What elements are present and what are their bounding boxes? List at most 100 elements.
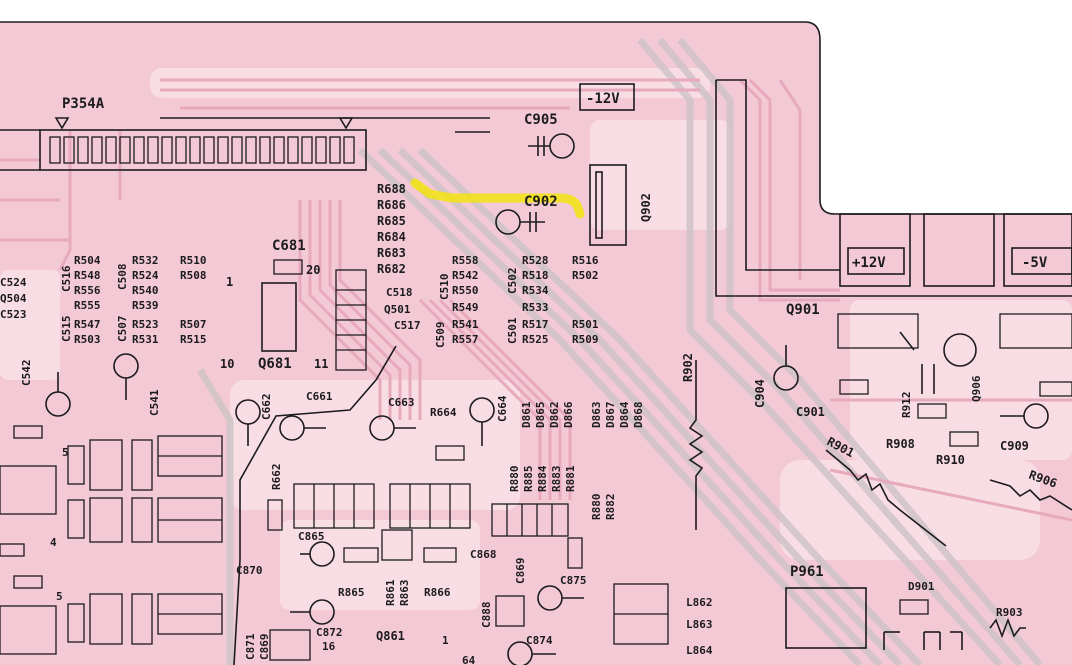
svg-text:P961: P961 xyxy=(790,564,824,580)
misc-pads xyxy=(0,313,1072,661)
svg-text:5: 5 xyxy=(62,446,69,459)
svg-text:R540: R540 xyxy=(132,284,159,297)
svg-text:C509: C509 xyxy=(434,322,447,349)
svg-text:C865: C865 xyxy=(298,530,325,543)
q902-component xyxy=(589,164,627,246)
svg-text:D864: D864 xyxy=(618,401,631,428)
svg-text:R912: R912 xyxy=(900,392,913,419)
svg-text:R683: R683 xyxy=(377,246,406,260)
svg-text:R507: R507 xyxy=(180,318,207,331)
svg-text:R882: R882 xyxy=(604,494,617,521)
heatsink-outline-2 xyxy=(839,213,911,287)
svg-text:C875: C875 xyxy=(560,574,587,587)
svg-text:C662: C662 xyxy=(260,394,273,421)
svg-text:L863: L863 xyxy=(686,618,713,631)
svg-text:R556: R556 xyxy=(74,284,101,297)
svg-text:D901: D901 xyxy=(908,580,935,593)
svg-text:C909: C909 xyxy=(1000,439,1029,453)
heatsink-outline-3 xyxy=(1003,213,1072,287)
svg-text:D868: D868 xyxy=(632,402,645,429)
svg-text:Q901: Q901 xyxy=(786,302,820,318)
connector-p354a xyxy=(0,117,490,171)
svg-text:R863: R863 xyxy=(398,580,411,607)
label-c905: C905 xyxy=(524,112,558,128)
svg-text:R880: R880 xyxy=(508,466,521,493)
svg-text:R515: R515 xyxy=(180,333,207,346)
regulator-outline xyxy=(716,79,840,271)
svg-text:R684: R684 xyxy=(377,230,406,244)
svg-text:D866: D866 xyxy=(562,401,575,428)
svg-text:R548: R548 xyxy=(74,269,101,282)
svg-text:C874: C874 xyxy=(526,634,553,647)
capacitor-symbols xyxy=(45,133,1049,665)
svg-text:R550: R550 xyxy=(452,284,479,297)
svg-text:C868: C868 xyxy=(470,548,497,561)
svg-text:C664: C664 xyxy=(496,395,509,422)
svg-text:R510: R510 xyxy=(180,254,207,267)
svg-text:C869: C869 xyxy=(514,558,527,585)
svg-text:C523: C523 xyxy=(0,308,27,321)
svg-text:R664: R664 xyxy=(430,406,457,419)
svg-text:D862: D862 xyxy=(548,402,561,429)
svg-text:R686: R686 xyxy=(377,198,406,212)
svg-text:R501: R501 xyxy=(572,318,599,331)
svg-text:C888: C888 xyxy=(480,602,493,629)
voltage-box-pos12: +12V xyxy=(847,247,905,275)
svg-text:R539: R539 xyxy=(132,299,159,312)
svg-text:R525: R525 xyxy=(522,333,549,346)
svg-text:R503: R503 xyxy=(74,333,101,346)
svg-text:C510: C510 xyxy=(438,274,451,301)
svg-text:R549: R549 xyxy=(452,301,479,314)
label-q902: Q902 xyxy=(639,193,653,222)
svg-text:C517: C517 xyxy=(394,319,421,332)
svg-text:R528: R528 xyxy=(522,254,549,267)
svg-text:R557: R557 xyxy=(452,333,479,346)
svg-text:D867: D867 xyxy=(604,402,617,429)
svg-text:R682: R682 xyxy=(377,262,406,276)
svg-text:C502: C502 xyxy=(506,268,519,295)
svg-text:5: 5 xyxy=(56,590,63,603)
svg-text:R880: R880 xyxy=(590,494,603,521)
component-labels: C905 C902 C681 20 1 10 Q681 11 R688 R686… xyxy=(0,112,1059,665)
svg-text:C501: C501 xyxy=(506,317,519,344)
svg-text:Q504: Q504 xyxy=(0,292,27,305)
svg-text:R509: R509 xyxy=(572,333,599,346)
svg-text:R558: R558 xyxy=(452,254,479,267)
label-p354a: P354A xyxy=(62,96,105,112)
svg-text:C869: C869 xyxy=(258,634,271,661)
svg-text:L864: L864 xyxy=(686,644,713,657)
svg-text:R508: R508 xyxy=(180,269,207,282)
svg-text:Q501: Q501 xyxy=(384,303,411,316)
svg-text:R861: R861 xyxy=(384,579,397,606)
svg-text:R523: R523 xyxy=(132,318,159,331)
svg-text:R516: R516 xyxy=(572,254,599,267)
svg-text:R531: R531 xyxy=(132,333,159,346)
diode-array xyxy=(293,483,569,537)
svg-text:C904: C904 xyxy=(753,379,767,408)
svg-text:R532: R532 xyxy=(132,254,159,267)
svg-text:D861: D861 xyxy=(520,401,533,428)
svg-text:R502: R502 xyxy=(572,269,599,282)
svg-text:R518: R518 xyxy=(522,269,549,282)
label-c902: C902 xyxy=(524,194,558,210)
svg-text:R881: R881 xyxy=(564,465,577,492)
svg-text:C542: C542 xyxy=(20,360,33,387)
svg-text:C518: C518 xyxy=(386,286,413,299)
svg-text:C541: C541 xyxy=(148,389,161,416)
label-pin1: 1 xyxy=(226,275,233,289)
svg-text:R517: R517 xyxy=(522,318,549,331)
label-pin10: 10 xyxy=(220,357,234,371)
voltage-box-neg5: -5V xyxy=(1011,247,1072,275)
svg-text:4: 4 xyxy=(50,536,57,549)
heatsink-outline xyxy=(923,213,995,287)
svg-text:L862: L862 xyxy=(686,596,713,609)
svg-text:R903: R903 xyxy=(996,606,1023,619)
svg-text:C516: C516 xyxy=(60,265,73,292)
label-pin11: 11 xyxy=(314,357,328,371)
pink-traces xyxy=(0,78,1072,522)
svg-text:1: 1 xyxy=(442,634,449,647)
svg-text:C507: C507 xyxy=(116,316,129,343)
svg-text:Q906: Q906 xyxy=(970,375,983,402)
resistor-zigzags xyxy=(688,360,1072,639)
